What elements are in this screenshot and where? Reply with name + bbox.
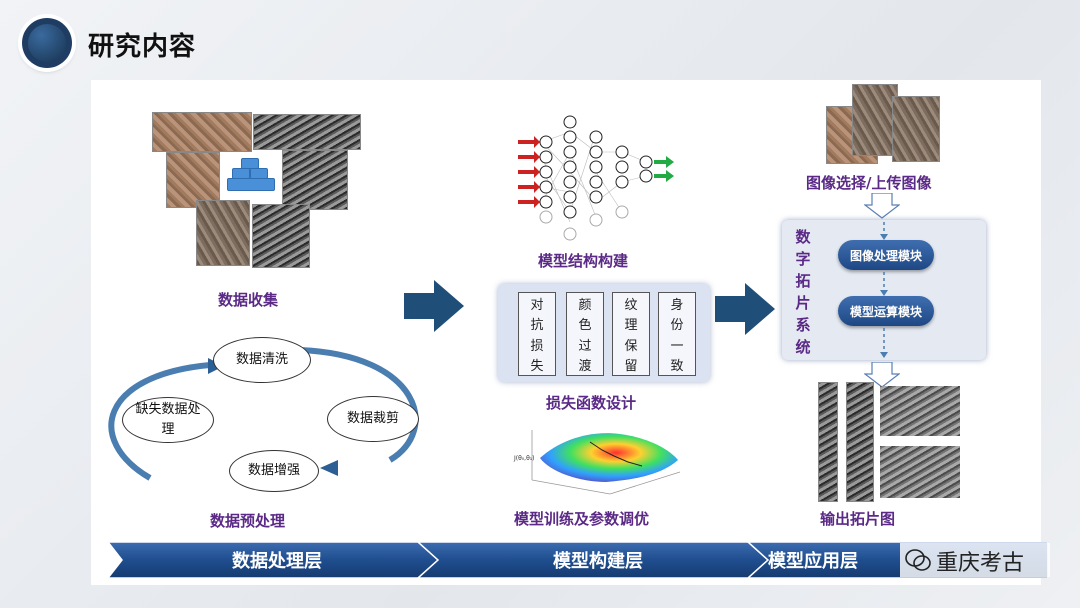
label-model-structure: 模型结构构建 [538,252,629,270]
layer-model-application: 模型应用层 [768,551,858,572]
svg-text:J(θ₀,θ₁): J(θ₀,θ₁) [513,455,535,462]
label-training: 模型训练及参数调优 [514,510,650,528]
layer-data-processing: 数据处理层 [232,551,322,572]
neural-network-diagram [518,115,674,241]
rubbing-image-4 [282,150,348,210]
loss-surface-plot: J(θ₀,θ₁) [513,430,681,495]
input-image-3 [892,96,940,162]
page-title: 研究内容 [88,32,197,62]
node-data-cleaning: 数据清洗 [213,337,311,383]
label-output: 输出拓片图 [820,510,896,528]
module-model-computation: 模型运算模块 [838,296,934,326]
node-data-augmentation: 数据增强 [229,450,319,492]
node-data-cropping: 数据裁剪 [327,396,419,442]
module-image-processing: 图像处理模块 [838,240,934,270]
system-label: 数字拓 片系统 [795,228,811,356]
loss-term-texture: 纹理保留 [612,292,650,376]
loss-term-color: 颜色过渡 [566,292,604,376]
node-missing-data: 缺失数据处理 [122,397,214,443]
database-icon [227,158,275,191]
watermark-text: 重庆考古 [936,551,1025,576]
watermark-backdrop [900,543,1050,577]
rubbing-output-dragon-2 [880,446,960,498]
label-loss-design: 损失函数设计 [546,394,637,412]
loss-term-adversarial: 对抗损失 [518,292,556,376]
dashed-flow-arrows [880,222,888,358]
rubbing-output-1 [818,382,838,502]
arrow-down-icon [864,362,900,388]
wechat-icon [905,549,931,571]
arrow-right-icon [404,280,464,332]
rubbing-image-2 [253,114,361,150]
rubbing-output-2 [846,382,874,502]
layer-model-building: 模型构建层 [553,551,643,572]
rubbing-image-6 [252,204,310,268]
loss-term-identity: 身份一致 [658,292,696,376]
rubbing-output-dragon-1 [880,386,960,436]
rubbing-image-5 [196,200,250,266]
rubbing-image-1 [152,112,252,152]
title-bullet-icon [22,18,72,68]
label-preprocessing: 数据预处理 [210,512,286,530]
label-image-select: 图像选择/上传图像 [806,174,932,192]
arrow-right-icon [715,283,775,335]
label-data-collection: 数据收集 [218,291,279,309]
arrow-down-icon [864,193,900,219]
rubbing-image-3 [166,152,220,208]
